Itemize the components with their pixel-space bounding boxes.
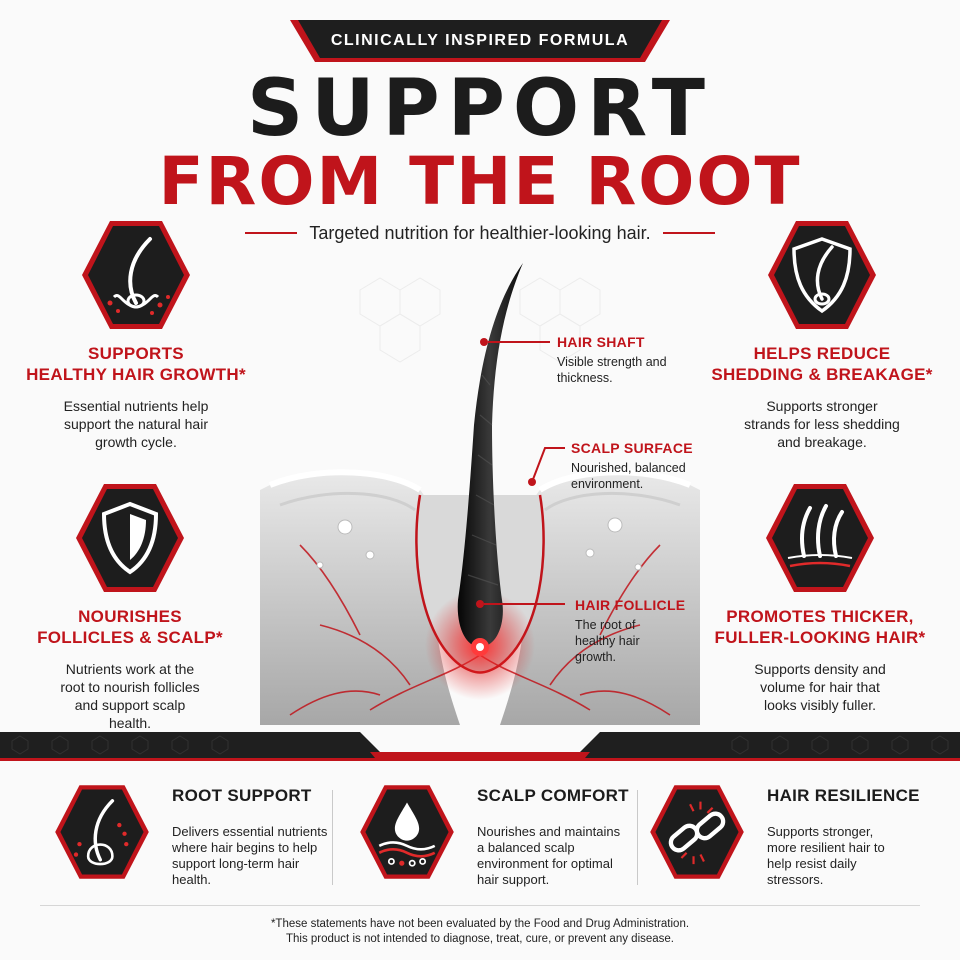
- callout-title: HAIR SHAFT: [557, 334, 645, 350]
- callout-hair-shaft: HAIR SHAFT Visible strength and thicknes…: [557, 334, 667, 386]
- hair-follicle-icon: [82, 221, 190, 329]
- feature-description: Nutrients work at the root to nourish fo…: [60, 661, 200, 731]
- benefit-description: Supports stronger, more resilient hair t…: [767, 824, 885, 887]
- benefit-root-support: ROOT SUPPORT Delivers essential nutrient…: [50, 780, 340, 890]
- tagline-rule-right: [662, 232, 715, 234]
- divider: [332, 790, 333, 885]
- callout-title: SCALP SURFACE: [571, 440, 693, 456]
- feature-description: Supports stronger strands for less shedd…: [744, 398, 900, 450]
- feature-description: Essential nutrients help support the nat…: [63, 398, 209, 450]
- benefit-title: ROOT SUPPORT: [172, 786, 312, 805]
- feature-title: PROMOTES THICKER, FULLER-LOOKING HAIR*: [714, 607, 926, 647]
- hair-shield-icon: [768, 221, 876, 329]
- broken-chain-icon: [650, 785, 744, 879]
- benefit-description: Delivers essential nutrients where hair …: [172, 824, 328, 887]
- tagline-row: Targeted nutrition for healthier-looking…: [220, 218, 740, 248]
- feature-title: HELPS REDUCE SHEDDING & BREAKAGE*: [711, 344, 933, 384]
- shield-icon: [76, 484, 184, 592]
- badge-text: CLINICALLY INSPIRED FORMULA: [330, 32, 630, 49]
- feature-reduce-shedding: HELPS REDUCE SHEDDING & BREAKAGE* Suppor…: [702, 215, 942, 451]
- callout-title: HAIR FOLLICLE: [575, 597, 686, 613]
- benefit-description: Nourishes and maintains a balanced scalp…: [477, 824, 621, 887]
- tagline: Targeted nutrition for healthier-looking…: [309, 222, 651, 243]
- feature-thicker-hair: PROMOTES THICKER, FULLER-LOOKING HAIR* S…: [700, 478, 940, 714]
- callout-description: Visible strength and thickness.: [557, 355, 667, 385]
- feature-healthy-growth: SUPPORTS HEALTHY HAIR GROWTH* Essential …: [16, 215, 256, 451]
- divider: [637, 790, 638, 885]
- decorative-band: [0, 732, 960, 761]
- callout-description: Nourished, balanced environment.: [571, 461, 686, 491]
- hair-follicle-illustration: [260, 263, 700, 725]
- feature-nourishes-follicles: NOURISHES FOLLICLES & SCALP* Nutrients w…: [10, 478, 250, 732]
- headline-primary: SUPPORT: [247, 64, 713, 154]
- footer-rule: [40, 905, 920, 906]
- root-support-icon: [55, 785, 149, 879]
- callout-hair-follicle: HAIR FOLLICLE The root of healthy hair g…: [575, 597, 685, 665]
- disclaimer-line: *These statements have not been evaluate…: [270, 918, 690, 930]
- thick-hair-strands-icon: [766, 484, 874, 592]
- benefit-title: HAIR RESILIENCE: [767, 786, 920, 805]
- tagline-rule-left: [245, 232, 298, 234]
- callout-scalp-surface: SCALP SURFACE Nourished, balanced enviro…: [571, 440, 701, 492]
- feature-title: SUPPORTS HEALTHY HAIR GROWTH*: [26, 344, 246, 384]
- benefit-scalp-comfort: SCALP COMFORT Nourishes and maintains a …: [355, 780, 645, 890]
- feature-description: Supports density and volume for hair tha…: [754, 661, 886, 713]
- benefit-hair-resilience: HAIR RESILIENCE Supports stronger, more …: [645, 780, 935, 890]
- feature-title: NOURISHES FOLLICLES & SCALP*: [37, 607, 223, 647]
- droplet-scalp-icon: [360, 785, 454, 879]
- formula-badge: CLINICALLY INSPIRED FORMULA: [290, 20, 670, 62]
- headline-secondary: FROM THE ROOT: [158, 143, 802, 220]
- callout-description: The root of healthy hair growth.: [575, 618, 640, 664]
- benefit-title: SCALP COMFORT: [477, 786, 629, 805]
- disclaimer-line: This product is not intended to diagnose…: [285, 933, 675, 945]
- fda-disclaimer: *These statements have not been evaluate…: [0, 917, 960, 947]
